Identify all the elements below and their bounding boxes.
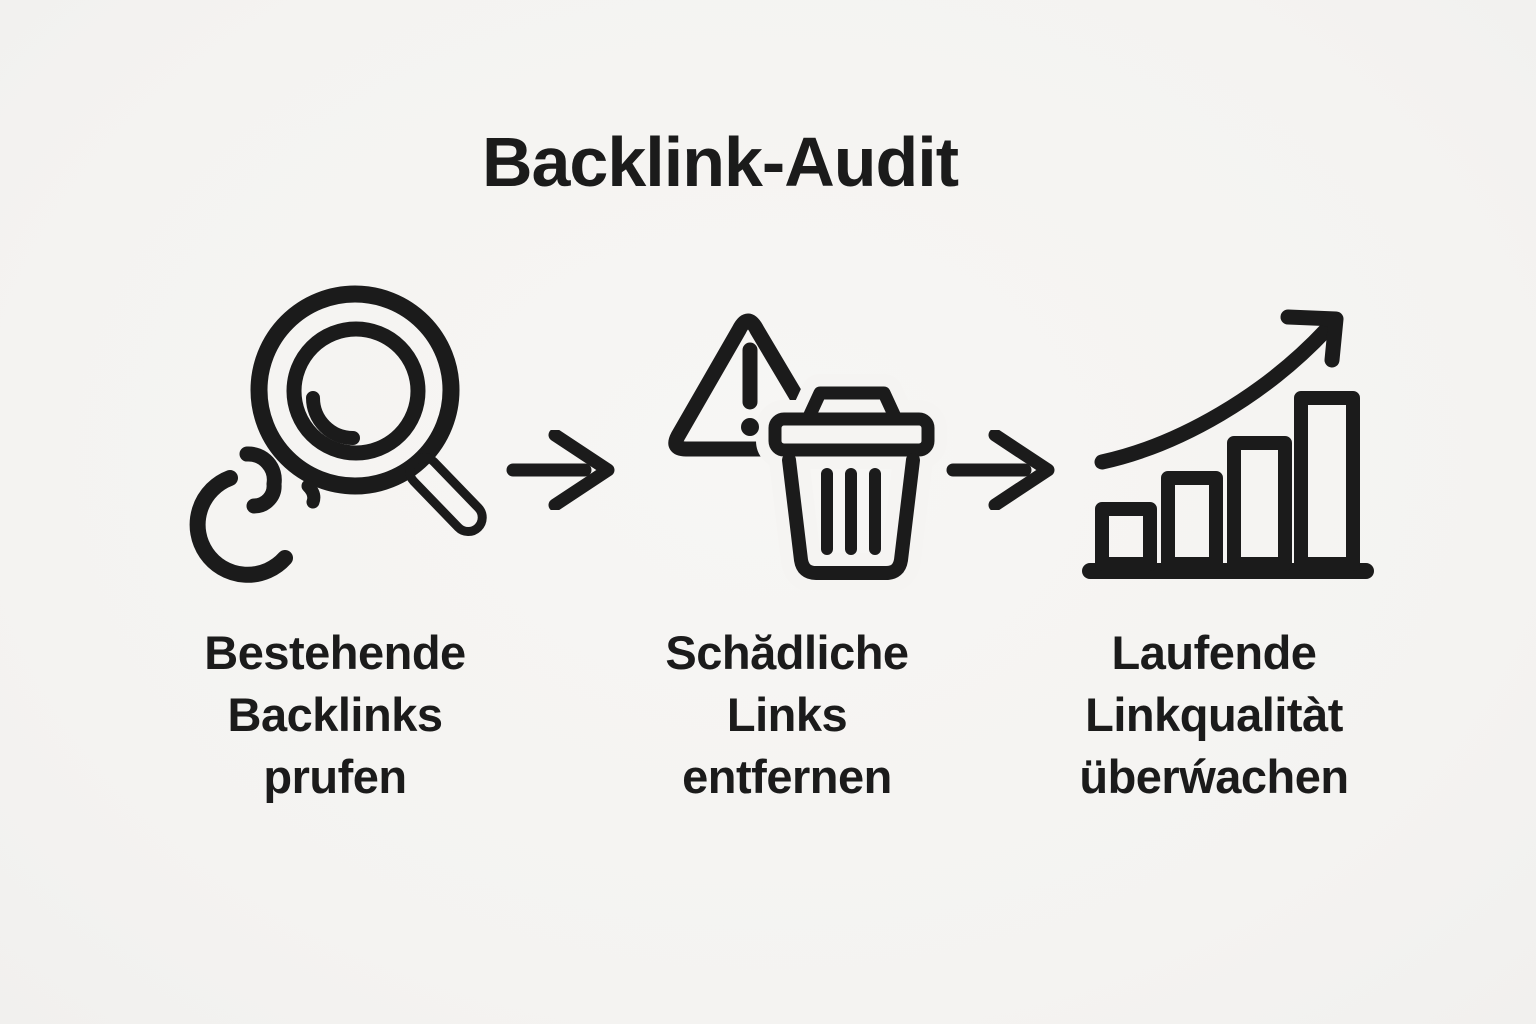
step-label-monitor-link-quality: Laufende Linkqualitàt überẃachen	[1044, 622, 1384, 808]
flow-arrow-right-icon	[505, 430, 615, 510]
label-line: Schădliche	[665, 626, 909, 679]
magnifier-broken-link-icon	[170, 280, 500, 590]
flow-arrow-right-icon	[945, 430, 1055, 510]
label-line: Links	[726, 688, 848, 741]
label-line: Linkqualitàt	[1085, 688, 1343, 741]
label-line: Backlinks	[227, 688, 443, 741]
magnifier-broken-link-svg	[189, 285, 487, 583]
growth-chart-svg	[1082, 309, 1374, 579]
label-line: entfernen	[682, 750, 892, 803]
label-line: Laufende	[1111, 626, 1317, 679]
warning-trash-svg	[668, 313, 947, 590]
label-line: prufen	[263, 750, 407, 803]
right-arrow-svg	[506, 430, 615, 510]
right-arrow-svg	[946, 430, 1055, 510]
step-label-check-backlinks: Bestehende Backlinks prufen	[165, 622, 505, 808]
label-line: überẃachen	[1079, 750, 1349, 803]
page-title: Backlink-Audit	[481, 123, 959, 201]
warning-trash-icon	[650, 290, 950, 590]
growth-bar-chart-icon	[1080, 290, 1400, 600]
label-line: Bestehende	[204, 626, 466, 679]
step-label-remove-harmful-links: Schădliche Links entfernen	[617, 622, 957, 808]
